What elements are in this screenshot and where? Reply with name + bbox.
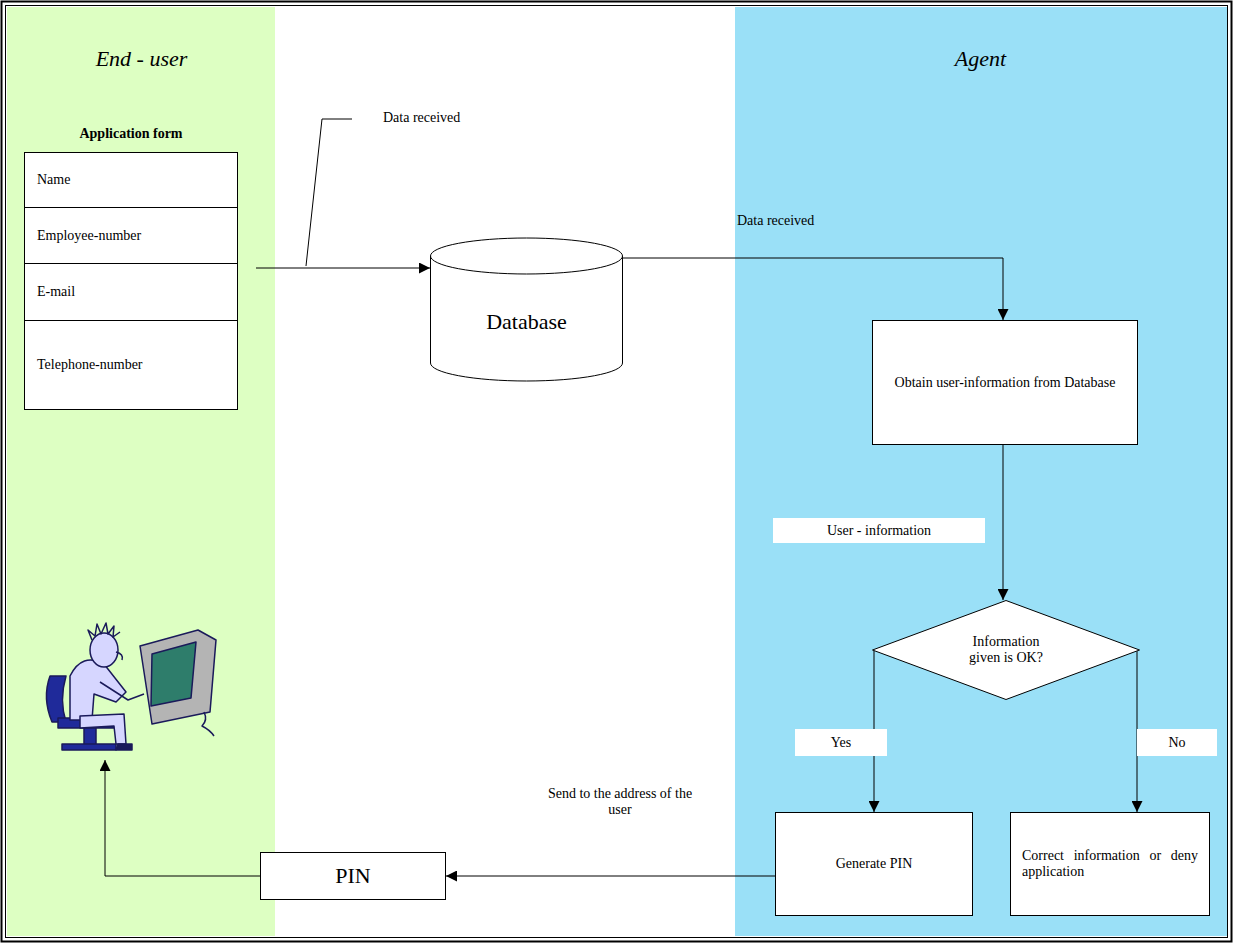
inner-frame xyxy=(6,6,1228,938)
node-text: Telephone-number xyxy=(37,357,143,373)
flow-arrow xyxy=(256,268,430,269)
decision-diamond: Information given is OK? xyxy=(872,600,1140,700)
node-text: Information given is OK? xyxy=(956,634,1056,666)
swimlane: AgentObtain user-information from Databa… xyxy=(735,8,1226,935)
node-text: Database xyxy=(486,285,567,335)
flow-arrow xyxy=(623,258,1003,320)
edge-label: Data received xyxy=(737,213,814,229)
end-user-lane-ground xyxy=(7,7,275,936)
node-text: E-mail xyxy=(37,284,75,300)
node-text: Employee-number xyxy=(37,228,141,244)
process-box: Obtain user-information from Database xyxy=(872,320,1138,445)
process-box: Correct information or deny application xyxy=(1010,812,1210,916)
heading-text: End - user xyxy=(8,46,275,72)
process-box: Generate PIN xyxy=(775,812,973,916)
agent-lane-ground xyxy=(735,7,1227,936)
node-text: Correct information or deny application xyxy=(1022,848,1198,880)
node-text: Name xyxy=(37,172,70,188)
flow-arrow xyxy=(446,876,775,877)
swimlane: End - userApplication formNameEmployee-n… xyxy=(8,8,275,935)
flow-arrow xyxy=(1003,445,1004,600)
form-field: Employee-number xyxy=(24,207,238,264)
form-field: Telephone-number xyxy=(24,320,238,410)
node-text: Obtain user-information from Database xyxy=(895,375,1116,391)
node-text: Generate PIN xyxy=(836,856,913,872)
edge-label: User - information xyxy=(773,518,985,543)
form-field: E-mail xyxy=(24,263,238,321)
database-cylinder: Database xyxy=(430,238,623,381)
user-at-computer-illustration xyxy=(46,623,216,750)
heading-text: Application form xyxy=(24,120,238,142)
edge-label: Yes xyxy=(795,729,887,756)
pin-box: PIN xyxy=(260,852,446,900)
application-form: Application formNameEmployee-numberE-mai… xyxy=(24,120,238,410)
flow-arrow xyxy=(105,760,260,876)
form-field: Name xyxy=(24,152,238,208)
heading-text: Agent xyxy=(735,46,1226,72)
edge-label: Send to the address of the user xyxy=(545,786,695,818)
edge-label: Data received xyxy=(383,110,460,126)
node-text: PIN xyxy=(335,863,370,889)
edge-label: No xyxy=(1137,729,1217,756)
leader-line xyxy=(306,119,352,266)
